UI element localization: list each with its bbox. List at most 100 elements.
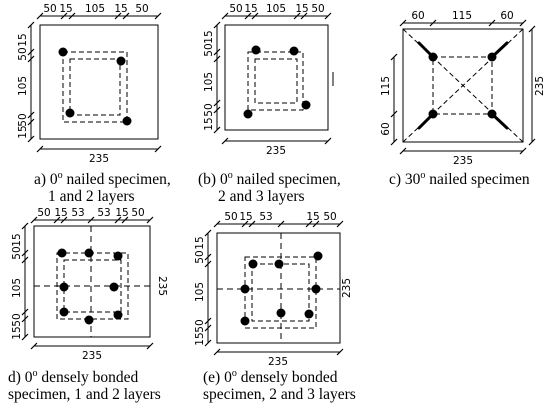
dimension-ticks: [213, 348, 344, 356]
specimen-outline: [39, 24, 159, 140]
dimension-ticks: [213, 21, 221, 134]
dimension-ticks: [399, 19, 527, 27]
dim-label: 60: [380, 122, 392, 135]
outer-bond-line: [247, 51, 304, 111]
caption-line: specimen, 1 and 2 layers: [8, 386, 161, 403]
dim-label: 15: [17, 125, 29, 138]
caption-line: 2 and 3 layers: [218, 188, 305, 205]
bond-point: [59, 282, 69, 292]
dimension-ticks: [528, 25, 536, 146]
dimension-ticks: [30, 342, 154, 350]
dim-label: 50: [131, 207, 144, 219]
nail-marker: [301, 100, 311, 110]
outer-bond-line: [62, 51, 128, 123]
dim-label: 50: [311, 3, 324, 15]
dim-label: 15: [59, 3, 72, 15]
nail-marker: [58, 47, 68, 57]
bond-point: [84, 315, 94, 325]
dim-label: 15: [17, 33, 29, 46]
specimen-outline: [224, 24, 329, 131]
nail-marker: [487, 52, 497, 62]
caption-e: (e) 0o densely bonded specimen, 2 and 3 …: [203, 368, 356, 403]
bond-point: [59, 307, 69, 317]
dim-label: 15: [295, 3, 308, 15]
caption-line: (b) 0o nailed specimen,: [198, 169, 341, 188]
nail-marker: [428, 109, 438, 119]
specimen-outline: [33, 225, 151, 338]
panel-d-labels: 50 15 53 53 15 50 15 50 105 50 15 235 23…: [11, 207, 168, 362]
dimension-ticks: [399, 147, 527, 155]
panel-d: [21, 216, 154, 350]
dimension-ticks: [21, 222, 29, 341]
nails: [243, 45, 311, 119]
caption-d: d) 0o densely bonded specimen, 1 and 2 l…: [8, 367, 161, 403]
dim-label: 50: [17, 47, 29, 60]
dim-label: 50: [194, 250, 206, 263]
dim-label: 50: [11, 246, 23, 259]
dim-label: 235: [268, 356, 288, 368]
panel-e-labels: 50 15 53 15 50 15 50 105 50 15 235 235: [194, 211, 353, 368]
bond-point: [113, 251, 123, 261]
caption-line: 1 and 2 layers: [48, 188, 135, 205]
caption-line: d) 0o densely bonded: [8, 367, 139, 386]
specimen-outline: [216, 232, 341, 344]
dim-label: 105: [194, 282, 206, 302]
bond-point: [84, 248, 94, 258]
inner-bond-line: [254, 58, 298, 104]
dim-label: 105: [266, 3, 286, 15]
bond-point: [313, 251, 323, 261]
dimension-ticks: [213, 220, 344, 228]
panel-e: [204, 220, 344, 356]
dim-label: 50: [229, 3, 242, 15]
panel-b: [213, 12, 334, 145]
dim-label: 115: [380, 76, 392, 96]
bond-point: [276, 308, 286, 318]
nail-marker: [428, 52, 438, 62]
dimension-ticks: [221, 12, 332, 20]
dim-label: 105: [203, 72, 215, 92]
dimension-ticks: [30, 216, 154, 224]
dim-label: 235: [453, 155, 473, 167]
dim-label: 15: [114, 3, 127, 15]
bond-point: [57, 248, 67, 258]
dimension-ticks: [390, 53, 398, 146]
dim-label: 15: [306, 211, 319, 223]
dim-label: 50: [203, 43, 215, 56]
bond-point: [311, 284, 321, 294]
caption-a: a) 0o nailed specimen, 1 and 2 layers: [34, 169, 171, 205]
nails: [428, 52, 497, 119]
nail-marker: [243, 109, 253, 119]
dim-label: 15: [203, 117, 215, 130]
panel-c-labels: 60 115 60 115 60 235 235: [380, 10, 546, 167]
dim-label: 15: [194, 332, 206, 345]
nail-marker: [116, 56, 126, 66]
caption-line: specimen, 2 and 3 layers: [203, 386, 356, 403]
nail-marker: [65, 108, 75, 118]
panel-a-labels: 50 15 105 15 50 15 50 105 50 15 235: [17, 3, 149, 165]
caption-line: c) 30o nailed specimen: [389, 169, 530, 188]
dim-label: 15: [244, 3, 257, 15]
dim-label: 15: [115, 207, 128, 219]
bond-point: [113, 310, 123, 320]
dim-label: 50: [203, 103, 215, 116]
panel-b-labels: 50 15 105 15 50 15 50 105 50 15 235: [203, 3, 325, 157]
bond-point: [240, 316, 250, 326]
dim-label: 15: [11, 326, 23, 339]
specimen-outline: [402, 28, 524, 143]
dim-label: 235: [341, 278, 353, 298]
dimension-ticks: [221, 137, 332, 145]
dim-label: 50: [17, 113, 29, 126]
dim-label: 50: [43, 3, 56, 15]
dim-label: 53: [97, 207, 110, 219]
dimension-ticks: [204, 229, 212, 347]
bond-point: [304, 309, 314, 319]
dim-label: 235: [89, 153, 109, 165]
dim-label: 15: [194, 236, 206, 249]
dim-label: 60: [411, 10, 424, 22]
dim-label: 235: [156, 276, 168, 296]
dim-label: 53: [259, 211, 272, 223]
caption-line: a) 0o nailed specimen,: [34, 169, 171, 188]
panel-a: [27, 12, 162, 153]
dim-label: 53: [71, 207, 84, 219]
